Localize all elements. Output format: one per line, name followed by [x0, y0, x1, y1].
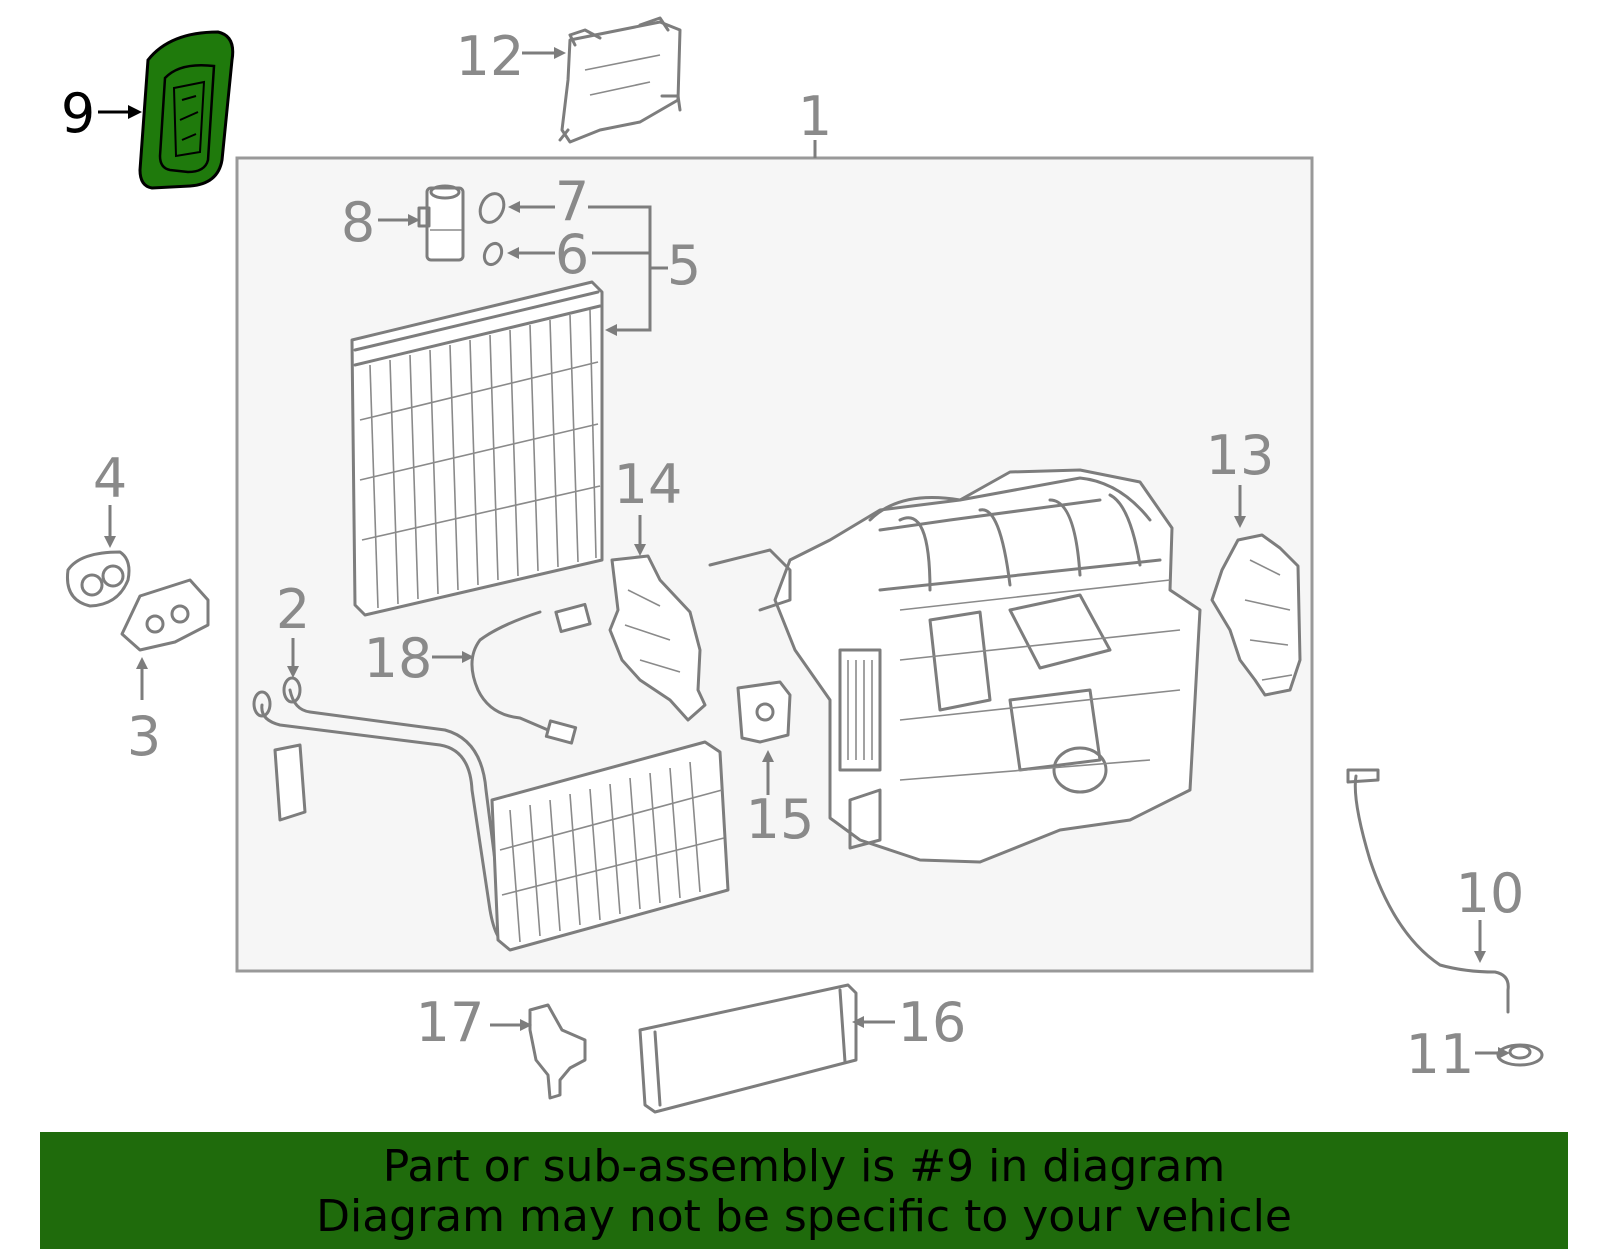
- callout-15: 15: [746, 788, 815, 851]
- hvac-case-assembly: [708, 468, 1202, 864]
- callout-18: 18: [364, 627, 433, 690]
- part-14-bracket: [608, 554, 707, 722]
- callout-1: 1: [798, 85, 832, 148]
- part-13-bracket: [1210, 533, 1302, 697]
- part-6-o-ring: [482, 241, 504, 267]
- part-16-filter: [638, 983, 858, 1114]
- part-17-sensor: [528, 1003, 587, 1100]
- callout-8: 8: [341, 191, 375, 254]
- callout-7: 7: [555, 170, 589, 233]
- callout-3: 3: [127, 705, 161, 768]
- callout-10: 10: [1456, 862, 1525, 925]
- callout-11: 11: [1406, 1023, 1475, 1086]
- callout-2: 2: [276, 578, 310, 641]
- part-5-evaporator: [350, 280, 604, 617]
- info-banner: Part or sub-assembly is #9 in diagram Di…: [40, 1132, 1568, 1249]
- callout-17: 17: [416, 991, 485, 1054]
- part-10-drain-hose: [1346, 768, 1510, 1014]
- callout-5: 5: [667, 234, 701, 297]
- callout-14: 14: [614, 453, 683, 516]
- callout-16: 16: [898, 991, 967, 1054]
- callout-4: 4: [93, 447, 127, 510]
- callout-9: 9: [61, 82, 95, 145]
- part-11-grommet: [1496, 1043, 1544, 1067]
- part-8-expansion-valve: [417, 184, 465, 262]
- part-12-module: [558, 16, 682, 144]
- part-9-highlighted[interactable]: [138, 30, 235, 190]
- part-4-gasket: [65, 550, 131, 608]
- part-2-heater-core: [252, 676, 730, 952]
- banner-disclaimer: Diagram may not be specific to your vehi…: [316, 1191, 1292, 1242]
- banner-part-note: Part or sub-assembly is #9 in diagram: [382, 1141, 1226, 1192]
- part-15-actuator: [736, 680, 792, 744]
- part-3-plate: [120, 578, 210, 652]
- part-18-wire-harness: [470, 602, 592, 745]
- part-7-o-ring: [478, 192, 506, 224]
- callout-6: 6: [555, 223, 589, 286]
- callout-12: 12: [456, 25, 525, 88]
- callout-13: 13: [1206, 424, 1275, 487]
